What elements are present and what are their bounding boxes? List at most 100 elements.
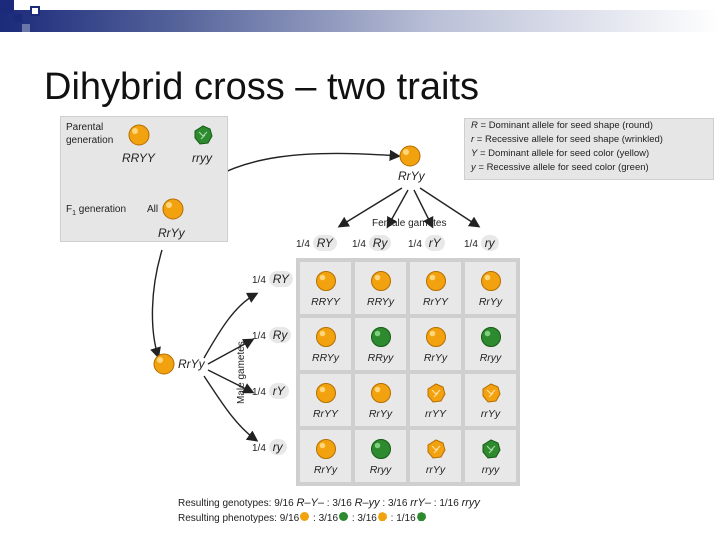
female-gamete: 1/4 ry	[464, 235, 499, 251]
punnett-cell: RrYy	[410, 318, 461, 370]
legend-symbol: y	[471, 162, 476, 173]
cell-genotype: RRyy	[367, 352, 394, 364]
punnett-cell: RRYy	[300, 318, 351, 370]
male-gamete: 1/4 ry	[252, 439, 287, 455]
punnett-cell: rrYY	[410, 374, 461, 426]
female-gamete: 1/4 Ry	[352, 235, 392, 251]
round-yellow-pea-icon	[425, 271, 446, 291]
f1-genotype: RrYy	[158, 226, 185, 240]
cell-genotype: rrYy	[480, 408, 501, 420]
arrow	[419, 187, 481, 228]
round-yellow-pea-icon	[315, 383, 336, 403]
results-label: Resulting phenotypes:	[178, 513, 277, 524]
genotype: rryy	[461, 497, 480, 509]
arrow	[207, 369, 255, 394]
female-gamete: 1/4 RY	[296, 235, 337, 251]
ratio: 3/16	[318, 513, 339, 524]
separator: :	[382, 498, 386, 509]
legend-row: Y = Dominant allele for seed color (yell…	[465, 147, 713, 161]
results-block: Resulting genotypes: 9/16 R–Y– : 3/16 R–…	[178, 496, 480, 526]
wrinkled-green-pea-icon	[194, 125, 213, 145]
punnett-cell: rrYy	[410, 430, 461, 482]
female-parent-genotype: RrYy	[398, 169, 425, 183]
f1-sub: 1	[72, 210, 77, 217]
genotype: R–yy	[354, 497, 380, 509]
male-gamete: 1/4 RY	[252, 271, 293, 287]
wrinkled-yellow-pea-icon	[427, 439, 446, 459]
cell-genotype: Rryy	[479, 352, 502, 364]
gamete-fraction: 1/4	[252, 275, 266, 286]
arrow	[337, 187, 403, 228]
separator: :	[313, 513, 316, 524]
ratio: 1/16	[396, 513, 416, 524]
cell-genotype: RrYy	[313, 464, 338, 476]
separator: :	[390, 513, 394, 524]
gamete-allele: rY	[424, 235, 445, 251]
f1-generation-label: F1 generation	[66, 204, 126, 220]
cell-genotype: RrYY	[312, 408, 339, 420]
gamete-fraction: 1/4	[296, 239, 310, 250]
legend-row: R = Dominant allele for seed shape (roun…	[465, 119, 713, 133]
gamete-allele: RY	[312, 235, 337, 251]
wrinkled-yellow-pea-icon	[482, 383, 501, 403]
punnett-cell: RRyy	[355, 318, 406, 370]
f1-label: F	[66, 204, 73, 215]
legend-row: r = Recessive allele for seed shape (wri…	[465, 133, 713, 147]
punnett-cell: RRYy	[355, 262, 406, 314]
results-label: Resulting genotypes:	[178, 498, 272, 509]
p2-genotype: rryy	[192, 151, 212, 165]
round-green-pea-icon	[370, 327, 391, 347]
punnett-cell: RrYy	[355, 374, 406, 426]
round-yellow-pea-icon	[370, 383, 391, 403]
genotype: rrY–	[410, 497, 431, 509]
legend-text: = Dominant allele for seed color (yellow…	[477, 148, 650, 159]
round-yellow-pea-icon	[128, 124, 150, 146]
ratio: 9/16	[279, 513, 300, 524]
round-green-pea-icon	[339, 512, 349, 521]
gamete-allele: rY	[268, 383, 289, 399]
legend-symbol: r	[471, 134, 475, 145]
cell-genotype: RrYy	[423, 352, 448, 364]
allele-legend: R = Dominant allele for seed shape (roun…	[464, 118, 714, 180]
female-gametes-label: Female gametes	[372, 218, 447, 229]
punnett-cell: rryy	[465, 430, 516, 482]
cell-genotype: rrYy	[425, 464, 446, 476]
arrow	[386, 189, 409, 229]
cell-genotype: RrYy	[368, 408, 393, 420]
cell-genotype: RrYy	[478, 296, 503, 308]
wrinkled-green-pea-icon	[416, 512, 426, 521]
round-yellow-pea-icon	[370, 271, 391, 291]
cell-genotype: RrYY	[422, 296, 449, 308]
genotype-results: Resulting genotypes: 9/16 R–Y– : 3/16 R–…	[178, 496, 480, 511]
legend-symbol: Y	[471, 148, 478, 159]
round-green-pea-icon	[480, 327, 501, 347]
round-yellow-pea-icon	[315, 439, 336, 459]
header-square	[30, 6, 40, 16]
genotype: R–Y–	[296, 497, 324, 509]
ratio: 3/16	[332, 498, 352, 509]
gamete-fraction: 1/4	[252, 331, 266, 342]
arrow	[150, 249, 163, 359]
round-yellow-pea-icon	[153, 353, 175, 375]
ratio: 3/16	[357, 513, 377, 524]
cell-genotype: rrYY	[425, 408, 446, 420]
header-square	[22, 24, 30, 32]
slide-title: Dihybrid cross – two traits	[44, 68, 480, 108]
male-gamete: 1/4 Ry	[252, 327, 292, 343]
header-square	[14, 14, 22, 22]
legend-symbol: R	[471, 120, 478, 131]
punnett-cell: Rryy	[355, 430, 406, 482]
punnett-cell: rrYy	[465, 374, 516, 426]
gamete-allele: Ry	[268, 327, 292, 343]
legend-text: = Dominant allele for seed shape (round)	[477, 120, 653, 131]
wrinkled-green-pea-icon	[482, 439, 501, 459]
separator: :	[433, 498, 437, 509]
wrinkled-yellow-pea-icon	[377, 512, 387, 521]
gamete-allele: ry	[480, 235, 499, 251]
round-green-pea-icon	[370, 439, 391, 459]
ratio: 9/16	[274, 498, 294, 509]
cell-genotype: RRYy	[311, 352, 340, 364]
wrinkled-yellow-pea-icon	[427, 383, 446, 403]
gamete-fraction: 1/4	[352, 239, 366, 250]
cell-genotype: Rryy	[369, 464, 392, 476]
